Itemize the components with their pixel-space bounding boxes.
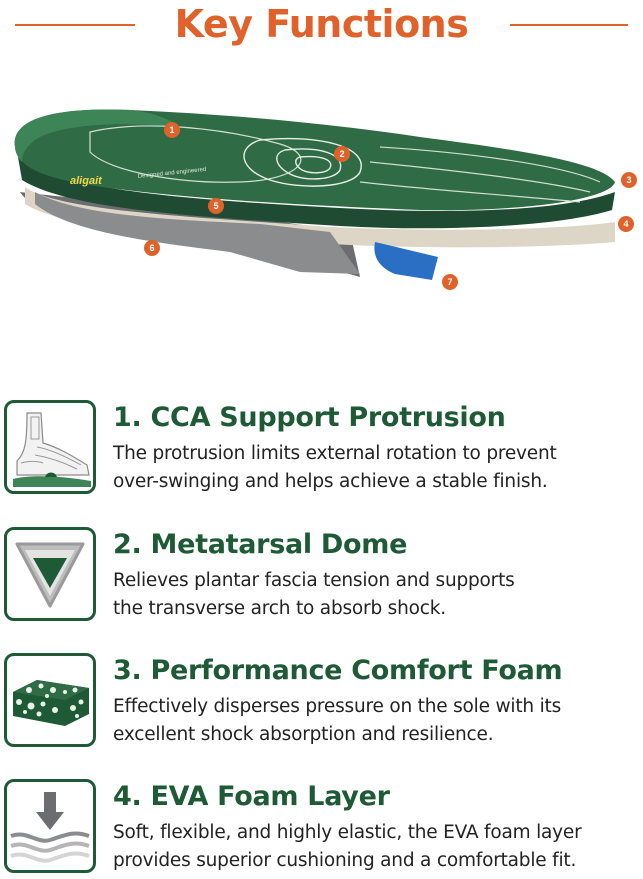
- marker-2: 2: [334, 146, 350, 162]
- blue-pad: [374, 242, 438, 280]
- marker-4: 4: [618, 216, 634, 232]
- brand-logo: aligait: [70, 175, 103, 187]
- svg-text:2: 2: [339, 149, 344, 159]
- svg-text:5: 5: [213, 201, 218, 211]
- feature-description: Soft, flexible, and highly elastic, the …: [113, 822, 582, 871]
- feature-title: 4. EVA Foam Layer: [113, 781, 390, 812]
- header-divider-left: [15, 24, 135, 26]
- feature-description: Relieves plantar fascia tension and supp…: [113, 570, 515, 619]
- feature-description: The protrusion limits external rotation …: [113, 443, 557, 492]
- feature-title: 3. Performance Comfort Foam: [113, 655, 563, 686]
- marker-7: 7: [442, 274, 458, 290]
- svg-text:1: 1: [169, 125, 174, 135]
- svg-text:3: 3: [626, 175, 631, 185]
- marker-3: 3: [621, 172, 637, 188]
- foam-block-icon: [4, 653, 96, 747]
- metatarsal-dome-icon: [4, 527, 96, 621]
- marker-6: 6: [144, 240, 160, 256]
- insole-image: aligait Designed and engineered 1 2 3 4 …: [14, 109, 637, 290]
- header: Key Functions: [0, 0, 643, 52]
- feature-eva-foam: 4. EVA Foam Layer Soft, flexible, and hi…: [0, 779, 643, 879]
- feature-title: 2. Metatarsal Dome: [113, 529, 408, 560]
- foot-skeleton-icon: [4, 400, 96, 494]
- header-divider-right: [510, 24, 628, 26]
- insole-illustration: aligait Designed and engineered 1 2 3 4 …: [0, 92, 643, 312]
- page-title: Key Functions: [174, 2, 469, 46]
- svg-text:6: 6: [149, 243, 154, 253]
- feature-title: 1. CCA Support Protrusion: [113, 402, 506, 433]
- svg-text:4: 4: [623, 219, 628, 229]
- feature-metatarsal-dome: 2. Metatarsal Dome Relieves plantar fasc…: [0, 527, 643, 627]
- svg-text:7: 7: [447, 277, 452, 287]
- marker-1: 1: [164, 122, 180, 138]
- feature-comfort-foam: 3. Performance Comfort Foam Effectively …: [0, 653, 643, 753]
- feature-description: Effectively disperses pressure on the so…: [113, 696, 562, 745]
- marker-5: 5: [208, 198, 224, 214]
- feature-cca-support: 1. CCA Support Protrusion The protrusion…: [0, 400, 643, 500]
- eva-layer-icon: [4, 779, 96, 873]
